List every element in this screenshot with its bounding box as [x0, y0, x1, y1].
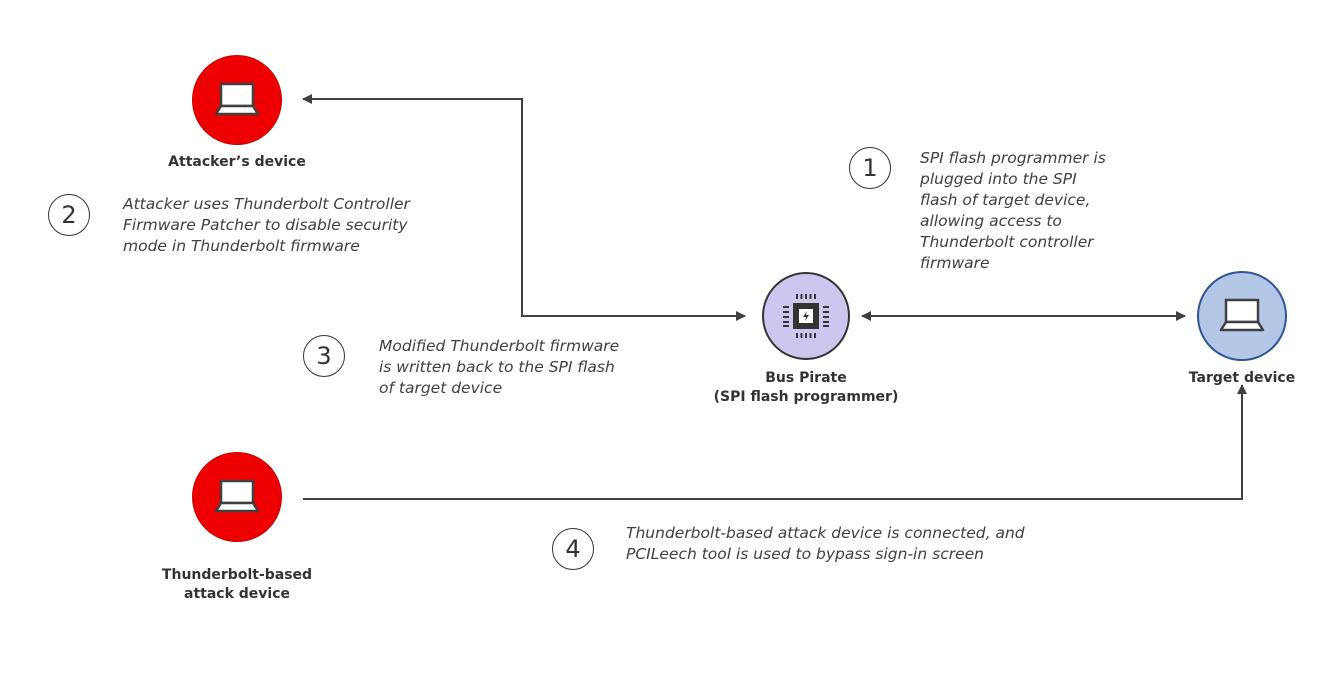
edge-tbattack-target — [303, 384, 1247, 500]
step-4-number: 4 — [552, 528, 594, 570]
tb-attack-label-line2: attack device — [183, 586, 290, 602]
bus-pirate-node — [762, 272, 850, 360]
attacker-device-label: Attacker’s device — [168, 154, 306, 170]
laptop-icon — [214, 82, 260, 116]
step-1-text: SPI flash programmer is plugged into the… — [920, 149, 1106, 272]
step-4-text: Thunderbolt-based attack device is conne… — [626, 524, 1025, 563]
step-3: 3 Modified Thunderbolt firmware is writt… — [303, 335, 619, 399]
target-device-label: Target device — [1188, 370, 1296, 386]
step-1-number: 1 — [849, 147, 891, 189]
step-2-text: Attacker uses Thunderbolt Controller Fir… — [123, 195, 410, 255]
tb-attack-label-line1: Thunderbolt-based — [161, 567, 313, 583]
bus-pirate-label-line2: (SPI flash programmer) — [713, 389, 899, 405]
attacker-device-node — [192, 55, 282, 145]
step-1: 1 SPI flash programmer is plugged into t… — [849, 147, 1106, 274]
step-3-text: Modified Thunderbolt firmware is written… — [379, 337, 620, 397]
edge-attacker-buspirate — [302, 94, 746, 321]
step-2-number: 2 — [48, 194, 90, 236]
chip-icon — [783, 294, 829, 338]
step-3-number: 3 — [303, 335, 345, 377]
laptop-icon — [214, 479, 260, 513]
thunderbolt-attack-device-node — [192, 452, 282, 542]
step-4: 4 Thunderbolt-based attack device is con… — [552, 524, 1025, 570]
thunderbolt-attack-device-label: Thunderbolt-based attack device — [162, 566, 312, 604]
target-device-node — [1197, 271, 1287, 361]
bus-pirate-label-line1: Bus Pirate — [765, 370, 847, 386]
step-2: 2 Attacker uses Thunderbolt Controller F… — [48, 194, 410, 257]
bus-pirate-label: Bus Pirate (SPI flash programmer) — [714, 369, 899, 407]
laptop-icon — [1219, 298, 1265, 332]
